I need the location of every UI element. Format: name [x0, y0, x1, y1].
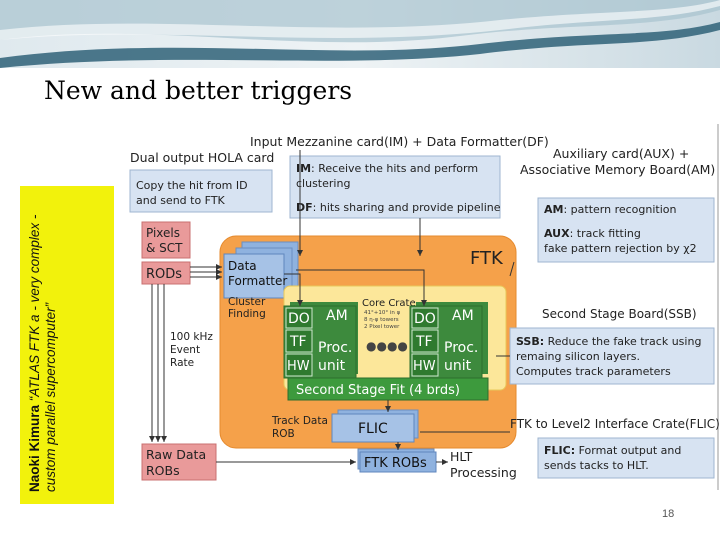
hw-right [411, 353, 439, 377]
rate-label3: Rate [170, 357, 194, 369]
flic-label: FLIC [358, 421, 388, 437]
flic-desc-label: FLIC: [544, 444, 575, 457]
am-desc-line: AM: pattern recognition [544, 203, 677, 216]
raw-robs-label1: Raw Data [146, 447, 206, 462]
side-quote: Naoki Kimura “ATLAS FTK a - very complex… [22, 190, 116, 500]
sct-label: & SCT [146, 241, 183, 255]
aux-desc-text: : track fitting [570, 227, 641, 240]
im-desc-text: : Receive the hits and perform [311, 162, 478, 175]
arrow-df-to-right-unit [296, 269, 427, 306]
ssb-label: SSB: [516, 335, 544, 348]
cluster-label1: Cluster [228, 296, 266, 308]
ssb-desc-line1: SSB: Reduce the fake track using [516, 335, 701, 348]
ssb-title: Second Stage Board(SSB) [542, 307, 697, 321]
more-units-dots: ●●●● [366, 339, 408, 353]
arrow-df-to-left-unit [284, 273, 303, 306]
flic-box [331, 413, 415, 443]
data-formatter-card [223, 253, 285, 299]
flic-title: FTK to Level2 Interface Crate(FLIC) [510, 417, 720, 431]
rods-box [141, 261, 191, 285]
ftk-diagram: Input Mezzanine card(IM) + Data Formatte… [129, 124, 720, 490]
tf-left-label: TF [289, 334, 307, 350]
ssb-desc-box [509, 327, 715, 385]
track-rob-label2: ROB [272, 428, 295, 440]
hlt-label2: Processing [450, 465, 517, 480]
data-formatter-label1: Data [228, 259, 257, 273]
rate-label1: 100 kHz [170, 331, 213, 343]
hola-desc-box [129, 169, 273, 213]
data-formatter-label2: Formatter [228, 274, 287, 288]
fake-desc-line: fake pattern rejection by χ2 [544, 242, 697, 255]
page-number: 18 [662, 508, 675, 520]
pixels-label: Pixels [146, 226, 180, 240]
do-right [411, 307, 439, 329]
ssb-desc-line2: remaing silicon layers. [516, 350, 640, 363]
ssb-desc-line3: Computes track parameters [516, 365, 671, 378]
hw-left-label: HW [287, 359, 310, 374]
header-banner [0, 0, 720, 68]
quote-sidebar: Naoki Kimura “ATLAS FTK a - very complex… [20, 186, 114, 504]
am-desc-label: AM [544, 203, 563, 216]
im-df-title: Input Mezzanine card(IM) + Data Formatte… [250, 134, 549, 149]
raw-robs-label2: ROBs [146, 463, 180, 478]
flow-arrows [149, 150, 515, 465]
im-df-desc-box [289, 155, 501, 219]
track-rob-label1: Track Data [271, 415, 328, 427]
do-left [285, 307, 313, 329]
do-right-label: DO [414, 311, 436, 327]
second-stage-fit-label: Second Stage Fit (4 brds) [296, 383, 460, 398]
df-desc-line: DF: hits sharing and provide pipeline [296, 201, 501, 214]
flic-desc-line1: FLIC: Format output and [544, 444, 681, 457]
flic-desc-line2: sends tacks to HLT. [544, 459, 649, 472]
am-aux-desc-box [537, 197, 715, 263]
ftk-robs-label: FTK ROBs [364, 456, 427, 471]
pixels-sct-box [141, 221, 191, 259]
tf-left [285, 329, 313, 353]
aux-desc-line: AUX: track fitting [544, 227, 641, 240]
ssb-desc-text: Reduce the fake track using [544, 335, 701, 348]
am-left-label: AM [326, 308, 348, 324]
proc-left-label2: unit [318, 358, 346, 374]
flic-desc-text: Format output and [575, 444, 681, 457]
proc-right-label2: unit [444, 358, 472, 374]
proc-right-label1: Proc. [444, 340, 478, 356]
hola-desc-line1: Copy the hit from ID [136, 179, 248, 192]
am-desc-text: : pattern recognition [563, 203, 676, 216]
df-desc-text: : hits sharing and provide pipeline [313, 201, 501, 214]
hw-left [285, 353, 313, 377]
rate-label2: Event [170, 344, 200, 356]
hw-right-label: HW [413, 359, 436, 374]
hlt-label1: HLT [450, 449, 473, 464]
aux-title-line2: Associative Memory Board(AM) [520, 162, 715, 177]
aux-desc-label: AUX [544, 227, 570, 240]
do-left-label: DO [288, 311, 310, 327]
core-crate-label: Core Crate [362, 298, 416, 309]
hola-title: Dual output HOLA card [130, 150, 274, 165]
im-label: IM [296, 162, 311, 175]
tf-right [411, 329, 439, 353]
tf-right-label: TF [415, 334, 433, 350]
crate-detail-3: 2 Pixel tower [364, 324, 400, 330]
slide-title: New and better triggers [44, 76, 353, 105]
flic-desc-box [537, 437, 715, 479]
arrow-aux-callout [509, 261, 515, 277]
crate-detail-1: 41°+10° in φ [364, 310, 401, 316]
crate-detail-2: 8 η-φ towers [364, 317, 399, 323]
rods-label: RODs [146, 267, 182, 282]
cluster-label2: Finding [228, 308, 266, 320]
aux-title-line1: Auxiliary card(AUX) + [553, 146, 689, 161]
df-label: DF [296, 201, 313, 214]
proc-left-label1: Proc. [318, 340, 352, 356]
raw-robs-box [141, 443, 217, 481]
side-author: Naoki Kimura [27, 404, 42, 492]
im-desc-line1: IM: Receive the hits and perform [296, 162, 478, 175]
am-right-label: AM [452, 308, 474, 324]
im-desc-line2: clustering [296, 177, 350, 190]
ftk-label: FTK [470, 248, 504, 269]
hola-desc-line2: and send to FTK [136, 194, 226, 207]
